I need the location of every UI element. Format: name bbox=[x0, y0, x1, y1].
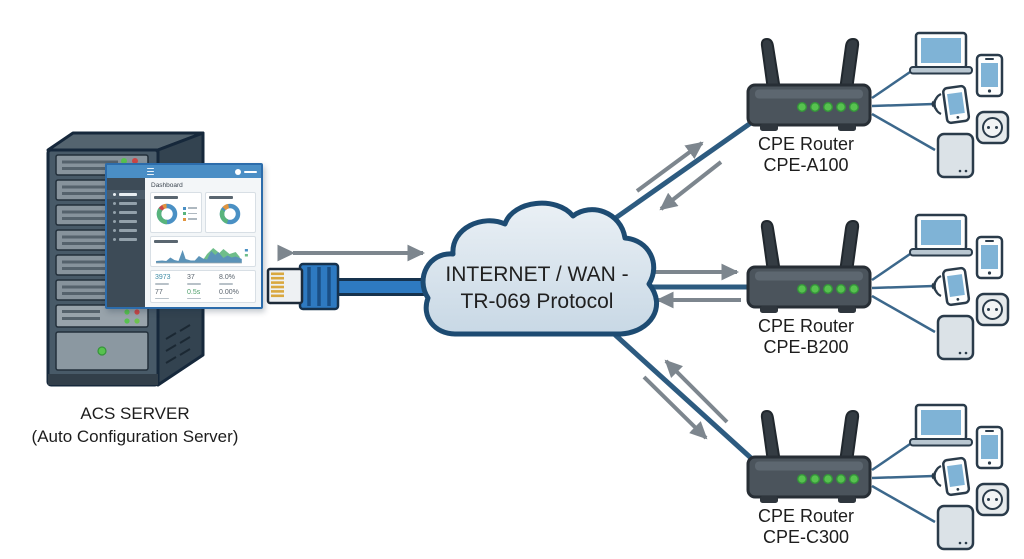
link-cloud-to-cpe-a100 bbox=[604, 117, 758, 227]
router-c300-label: CPE Router CPE-C300 bbox=[728, 506, 884, 548]
acs-dashboard-window: Dashboard bbox=[105, 163, 263, 309]
donut-chart-icon bbox=[220, 203, 241, 224]
stat-item: 0.00% bbox=[219, 289, 251, 299]
led-red-icon bbox=[132, 158, 138, 164]
sidebar-item[interactable] bbox=[107, 199, 145, 208]
dashboard-titlebar bbox=[107, 165, 261, 178]
stat-item: 8.0% bbox=[219, 274, 251, 285]
link-cloud-to-cpe-c300 bbox=[609, 329, 765, 471]
area-chart-card bbox=[150, 236, 256, 267]
router-model-label: CPE-B200 bbox=[763, 337, 849, 357]
donut-legend bbox=[183, 206, 197, 221]
dashboard-sidebar bbox=[107, 178, 145, 307]
donut-chart-card-1 bbox=[150, 192, 202, 233]
sidebar-item[interactable] bbox=[107, 190, 145, 199]
wan-link-lines bbox=[604, 117, 765, 471]
ethernet-rj45-icon bbox=[266, 262, 340, 311]
router-type-label: CPE Router bbox=[757, 134, 855, 154]
cloud-label: INTERNET / WAN - TR-069 Protocol bbox=[403, 261, 671, 315]
stat-item: 37 bbox=[187, 274, 219, 285]
rj45-pins bbox=[271, 272, 284, 298]
cloud-label-line2: TR-069 Protocol bbox=[460, 290, 614, 313]
sidebar-item[interactable] bbox=[107, 217, 145, 226]
donut-chart-card-2 bbox=[204, 192, 256, 233]
cloud-label-line1: INTERNET / WAN - bbox=[445, 263, 629, 286]
router-model-label: CPE-C300 bbox=[762, 527, 850, 547]
server-vents bbox=[165, 324, 191, 364]
router-a100-label: CPE Router CPE-A100 bbox=[728, 134, 884, 176]
traffic-arrows bbox=[277, 141, 741, 440]
router-model-label: CPE-A100 bbox=[763, 155, 849, 175]
server-led-bay bbox=[55, 304, 149, 328]
dashboard-main: Dashboard bbox=[145, 178, 261, 307]
arrow-up-right-icon bbox=[635, 141, 704, 193]
arrow-up-left-icon bbox=[664, 359, 729, 424]
server-label-subtitle: (Auto Configuration Server) bbox=[31, 427, 239, 446]
stat-item: 77 bbox=[155, 289, 187, 299]
donut-chart-icon bbox=[156, 203, 178, 224]
avatar[interactable] bbox=[235, 168, 241, 175]
arrow-down-right-icon bbox=[642, 375, 708, 440]
internet-cloud bbox=[420, 200, 660, 337]
sidebar-item[interactable] bbox=[107, 235, 145, 244]
sidebar-item[interactable] bbox=[107, 226, 145, 235]
router-type-label: CPE Router bbox=[757, 506, 855, 526]
stats-grid: 3973 37 8.0% 77 0.5s 0.00% bbox=[150, 270, 256, 303]
sidebar-item[interactable] bbox=[107, 208, 145, 217]
stat-item: 0.5s bbox=[187, 289, 219, 299]
stat-item: 3973 bbox=[155, 274, 187, 285]
power-led-icon bbox=[97, 346, 107, 356]
server-label: ACS SERVER (Auto Configuration Server) bbox=[0, 402, 270, 448]
dashboard-title: Dashboard bbox=[151, 182, 183, 189]
led-green-icon bbox=[121, 158, 127, 164]
username-placeholder bbox=[244, 170, 257, 173]
server-bottom-panel bbox=[55, 331, 149, 371]
router-type-label: CPE Router bbox=[757, 316, 855, 336]
server-label-title: ACS SERVER bbox=[80, 404, 190, 423]
area-chart-icon bbox=[156, 247, 248, 263]
menu-icon[interactable] bbox=[147, 167, 154, 176]
router-b200-label: CPE Router CPE-B200 bbox=[728, 316, 884, 358]
server-base bbox=[48, 374, 158, 385]
arrow-down-left-icon bbox=[659, 160, 723, 211]
